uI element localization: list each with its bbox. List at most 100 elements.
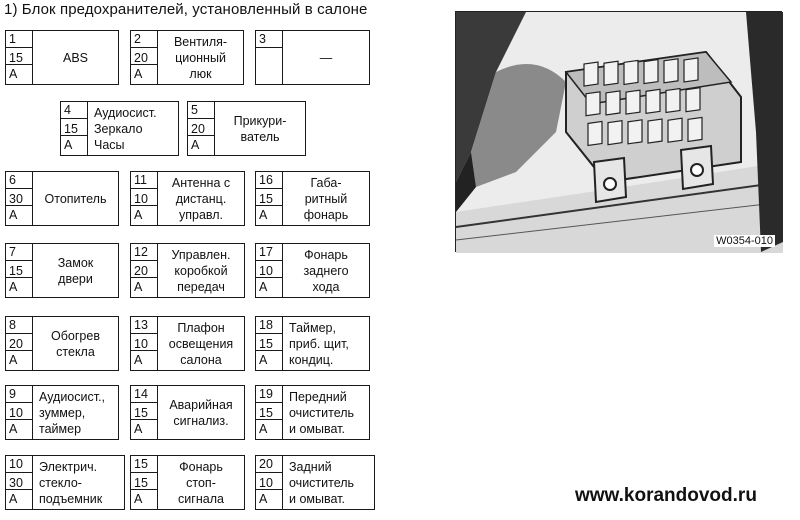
fuse-amperage: 30 bbox=[9, 476, 23, 490]
fuse-amperage: 30 bbox=[9, 192, 23, 206]
fuse-amperage: 15 bbox=[259, 337, 273, 351]
fuse-amperage: 20 bbox=[191, 122, 205, 136]
fuse-amperage: 15 bbox=[259, 406, 273, 420]
fuse-3: 3 — bbox=[255, 30, 370, 85]
figure-code: W0354-010 bbox=[714, 235, 775, 247]
fuse-label: Управлен. коробкой передач bbox=[171, 247, 231, 294]
fuse-box-illustration bbox=[456, 12, 783, 253]
fuse-label: Обогрев стекла bbox=[51, 328, 100, 359]
fuse-unit: A bbox=[134, 67, 143, 81]
fuse-label: Фонарь стоп- сигнала bbox=[178, 459, 224, 506]
fuse-unit: A bbox=[134, 353, 143, 367]
fuse-number: 16 bbox=[259, 173, 273, 187]
fuse-unit: A bbox=[134, 422, 143, 436]
fuse-unit: A bbox=[9, 422, 18, 436]
fuse-amperage: 15 bbox=[259, 192, 273, 206]
fuse-label: Аварийная сигнализ. bbox=[169, 397, 233, 428]
fuse-amperage: 20 bbox=[9, 337, 23, 351]
fuse-amperage: 10 bbox=[134, 337, 148, 351]
fuse-amperage: 15 bbox=[9, 264, 23, 278]
fuse-amperage: 15 bbox=[64, 122, 78, 136]
fuse-amperage: 15 bbox=[134, 406, 148, 420]
fuse-unit: A bbox=[64, 138, 73, 152]
website-watermark[interactable]: www.korandovod.ru bbox=[575, 485, 757, 506]
fuse-amperage: 15 bbox=[134, 476, 148, 490]
fuse-label: Вентиля- ционный люк bbox=[173, 34, 228, 81]
fuse-unit: A bbox=[9, 280, 18, 294]
fuse-label: Плафон освещения салона bbox=[168, 320, 234, 367]
fuse-unit: A bbox=[259, 208, 268, 222]
fuse-amperage: 10 bbox=[259, 264, 273, 278]
fuse-unit: A bbox=[9, 353, 18, 367]
fuse-box-photo: W0354-010 bbox=[455, 11, 783, 253]
fuse-number: 11 bbox=[134, 173, 147, 187]
fuse-label: Таймер, приб. щит, кондиц. bbox=[289, 320, 349, 367]
fuse-label: Задний очиститель и омыват. bbox=[289, 459, 355, 506]
fuse-unit: A bbox=[9, 67, 18, 81]
fuse-label: Передний очиститель и омыват. bbox=[289, 389, 355, 436]
fuse-number: 10 bbox=[9, 457, 23, 471]
fuse-amperage: 10 bbox=[259, 476, 273, 490]
fuse-unit: A bbox=[259, 280, 268, 294]
fuse-number: 2 bbox=[134, 32, 141, 46]
fuse-number: 18 bbox=[259, 318, 273, 332]
fuse-number: 20 bbox=[259, 457, 273, 471]
fuse-unit: A bbox=[134, 280, 143, 294]
fuse-number: 4 bbox=[64, 103, 71, 117]
fuse-amperage: 10 bbox=[134, 192, 148, 206]
fuse-unit: A bbox=[134, 208, 143, 222]
fuse-label: — bbox=[319, 50, 333, 65]
fuse-number: 15 bbox=[134, 457, 148, 471]
fuse-number: 17 bbox=[259, 245, 273, 259]
fuse-label: ABS bbox=[62, 50, 88, 65]
fuse-label: Аудиосист., зуммер, таймер bbox=[39, 389, 106, 436]
fuse-label: Фонарь заднего хода bbox=[303, 247, 349, 294]
fuse-label: Антенна с дистанц. управл. bbox=[171, 175, 231, 222]
fuse-label: Электрич. стекло- подъемник bbox=[39, 459, 103, 506]
fuse-amperage: 15 bbox=[9, 51, 23, 65]
fuse-label: Отопитель bbox=[44, 191, 107, 206]
fuse-number: 8 bbox=[9, 318, 16, 332]
fuse-label: Прикури- ватель bbox=[233, 113, 287, 144]
fuse-number: 6 bbox=[9, 173, 16, 187]
fuse-number: 9 bbox=[9, 387, 16, 401]
fuse-number: 12 bbox=[134, 245, 148, 259]
fuse-amperage: 20 bbox=[134, 264, 148, 278]
fuse-amperage: 10 bbox=[9, 406, 23, 420]
fuse-unit: A bbox=[259, 353, 268, 367]
fuse-number: 5 bbox=[191, 103, 198, 117]
fuse-unit: A bbox=[259, 422, 268, 436]
fuse-amperage: 20 bbox=[134, 51, 148, 65]
fuse-number: 7 bbox=[9, 245, 16, 259]
fuse-label: Аудиосист. Зеркало Часы bbox=[94, 105, 157, 152]
fuse-unit: A bbox=[191, 138, 200, 152]
fuse-unit: A bbox=[9, 492, 18, 506]
fuse-number: 19 bbox=[259, 387, 273, 401]
fuse-unit: A bbox=[259, 492, 268, 506]
fuse-label: Габа- ритный фонарь bbox=[303, 175, 349, 222]
fuse-number: 1 bbox=[9, 32, 16, 46]
fuse-number: 3 bbox=[259, 32, 266, 46]
fuse-unit: A bbox=[134, 492, 143, 506]
fuse-unit: A bbox=[9, 208, 18, 222]
fuse-number: 13 bbox=[134, 318, 148, 332]
